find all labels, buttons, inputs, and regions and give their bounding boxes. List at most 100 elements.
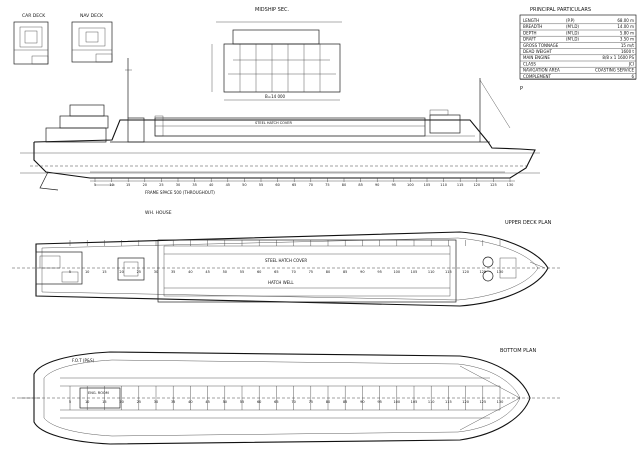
deck-frame-number: 115 — [445, 270, 452, 274]
profile-frame-number: 40 — [209, 183, 213, 187]
particulars-row-label: MAIN ENGINE — [523, 55, 550, 60]
profile-frame-number: 105 — [424, 183, 431, 187]
particulars-row-value: JCI — [628, 61, 634, 66]
particulars-row-value: 5.80 m — [620, 30, 634, 35]
profile-frame-number: 80 — [342, 183, 346, 187]
deck-frame-number: 10 — [85, 270, 89, 274]
deck-frame-number: 75 — [309, 270, 313, 274]
nav-deck-plan: NAV DECK — [71, 13, 113, 63]
profile-frame-number: 45 — [226, 183, 230, 187]
profile-frame-numbers: 5 10 15 20 25 30 35 40 45 50 55 60 65 70 75 80 85 90 95 100… — [94, 178, 513, 187]
upper-deck-plan: WH. HOUSE UPPER DECK PLAN STEEL HATCH CO… — [12, 210, 560, 307]
particulars-row-value: 1600 t — [621, 49, 634, 54]
profile-frame-number: 130 — [507, 183, 514, 187]
upper-deck-plan-label: UPPER DECK PLAN — [505, 220, 552, 226]
profile-frame-number: 60 — [275, 183, 279, 187]
svg-text:P: P — [520, 86, 523, 92]
particulars-row-label: DEPTH — [523, 30, 536, 35]
steel-hatch-cover-plan-label: STEEL HATCH COVER — [265, 258, 307, 263]
particulars-row-value: COASTING SERVICE — [595, 68, 634, 73]
bottom-plan: BOTTOM PLAN F.O.T (P&S) ENG. ROOM — [12, 348, 560, 445]
wh-house-label: WH. HOUSE — [145, 210, 172, 216]
profile-frame-number: 70 — [309, 183, 313, 187]
car-deck-plan: CAR DECK — [13, 13, 49, 65]
profile-frame-number: 85 — [358, 183, 362, 187]
particulars-heading: PRINCIPAL PARTICULARS — [530, 7, 591, 13]
deck-frame-number: 20 — [119, 270, 123, 274]
deck-frame-number: 120 — [462, 270, 469, 274]
particulars-row-label: DEAD WEIGHT — [523, 49, 552, 54]
deck-frame-number: 110 — [428, 270, 435, 274]
profile-frame-number: 90 — [375, 183, 379, 187]
profile-frame-number: 20 — [143, 183, 147, 187]
deck-frame-number: 30 — [154, 270, 158, 274]
profile-frame-number: 55 — [259, 183, 263, 187]
profile-frame-number: 65 — [292, 183, 296, 187]
particulars-row: BREADTH(M'LD)14.00 m — [520, 24, 636, 31]
profile-frame-number: 5 — [94, 183, 96, 187]
particulars-row: MAIN ENGINE 8/8 x 1 1600 PS — [520, 55, 636, 62]
deck-frame-number: 130 — [497, 270, 504, 274]
profile-frame-number: 30 — [176, 183, 180, 187]
particulars-row: NAVIGATION AREA COASTING SERVICE — [520, 68, 636, 74]
particulars-row: DEAD WEIGHT 1600 t — [520, 49, 636, 55]
particulars-row-label: BREADTH — [523, 24, 542, 29]
hatch-well-label: HATCH WELL — [268, 280, 294, 285]
particulars-row-label: COMPLEMENT — [523, 74, 552, 79]
steel-hatch-cover-side-label: STEEL HATCH COVER — [255, 121, 292, 125]
deck-frame-number: 40 — [188, 270, 192, 274]
midship-section-label: MIDSHIP SEC. — [255, 7, 289, 13]
deck-frame-number: 100 — [393, 270, 400, 274]
frame-space-label: FRAME SPACE 500 (THROUGHOUT) — [145, 190, 215, 195]
profile-frame-number: 115 — [457, 183, 464, 187]
particulars-row-label: DRAFT — [523, 37, 537, 42]
particulars-row-unit: (M'LD) — [566, 24, 579, 29]
deck-frame-number: 15 — [102, 270, 106, 274]
particulars-row-label: CLASS — [523, 61, 536, 66]
deck-frame-number: 25 — [137, 270, 141, 274]
profile-frame-number: 75 — [325, 183, 329, 187]
deck-frame-number: 45 — [205, 270, 209, 274]
particulars-row: COMPLEMENT 6 — [520, 74, 636, 80]
deck-frame-number: 90 — [360, 270, 364, 274]
profile-frame-number: 50 — [242, 183, 246, 187]
particulars-row-unit: (P.P) — [566, 18, 575, 23]
deck-frame-number: 80 — [326, 270, 330, 274]
particulars-row-value: 68.00 m — [617, 18, 634, 23]
deck-frame-number: 125 — [479, 270, 486, 274]
deck-frame-number: 35 — [171, 270, 175, 274]
principal-particulars-table: PRINCIPAL PARTICULARS LENGTH (P.P) 68.00 m… — [519, 7, 637, 92]
profile-frame-number: 10 — [109, 183, 113, 187]
profile-frame-number: 100 — [407, 183, 414, 187]
deck-frame-number: 50 — [223, 270, 227, 274]
profile-frame-number: 15 — [126, 183, 130, 187]
particulars-row-label: LENGTH — [523, 18, 539, 23]
particulars-row-value: 3.50 m — [620, 37, 634, 42]
car-deck-label: CAR DECK — [22, 13, 46, 19]
particulars-row-label: NAVIGATION AREA — [523, 68, 560, 73]
particulars-row-value: 6 — [631, 74, 634, 79]
midship-section: MIDSHIP SEC. B=14 000 — [211, 7, 342, 101]
particulars-row: CLASS JCI — [520, 61, 636, 68]
particulars-row: LENGTH (P.P) 68.00 m — [520, 18, 636, 24]
deck-frame-number: 55 — [240, 270, 244, 274]
deck-frame-number: 5 — [69, 270, 71, 274]
profile-frame-number: 35 — [192, 183, 196, 187]
particulars-row-unit: (M'LD) — [566, 30, 579, 35]
profile-frame-number: 25 — [159, 183, 163, 187]
deck-frame-number: 105 — [411, 270, 418, 274]
deck-frame-number: 85 — [343, 270, 347, 274]
particulars-row-value: 8/8 x 1 1600 PS — [602, 55, 634, 60]
nav-deck-label: NAV DECK — [80, 13, 104, 19]
profile-frame-number: 95 — [392, 183, 396, 187]
bottom-plan-label: BOTTOM PLAN — [500, 348, 536, 354]
deck-frame-number: 60 — [257, 270, 261, 274]
particulars-row: DEPTH (M'LD) 5.80 m — [520, 30, 636, 37]
particulars-row: DRAFT(M'LD)3.50 m — [520, 37, 636, 43]
profile-view: STEEL HATCH COVER FRAME SPACE 500 (THROU… — [20, 58, 540, 195]
engine-room-label: ENG. ROOM — [88, 391, 109, 395]
